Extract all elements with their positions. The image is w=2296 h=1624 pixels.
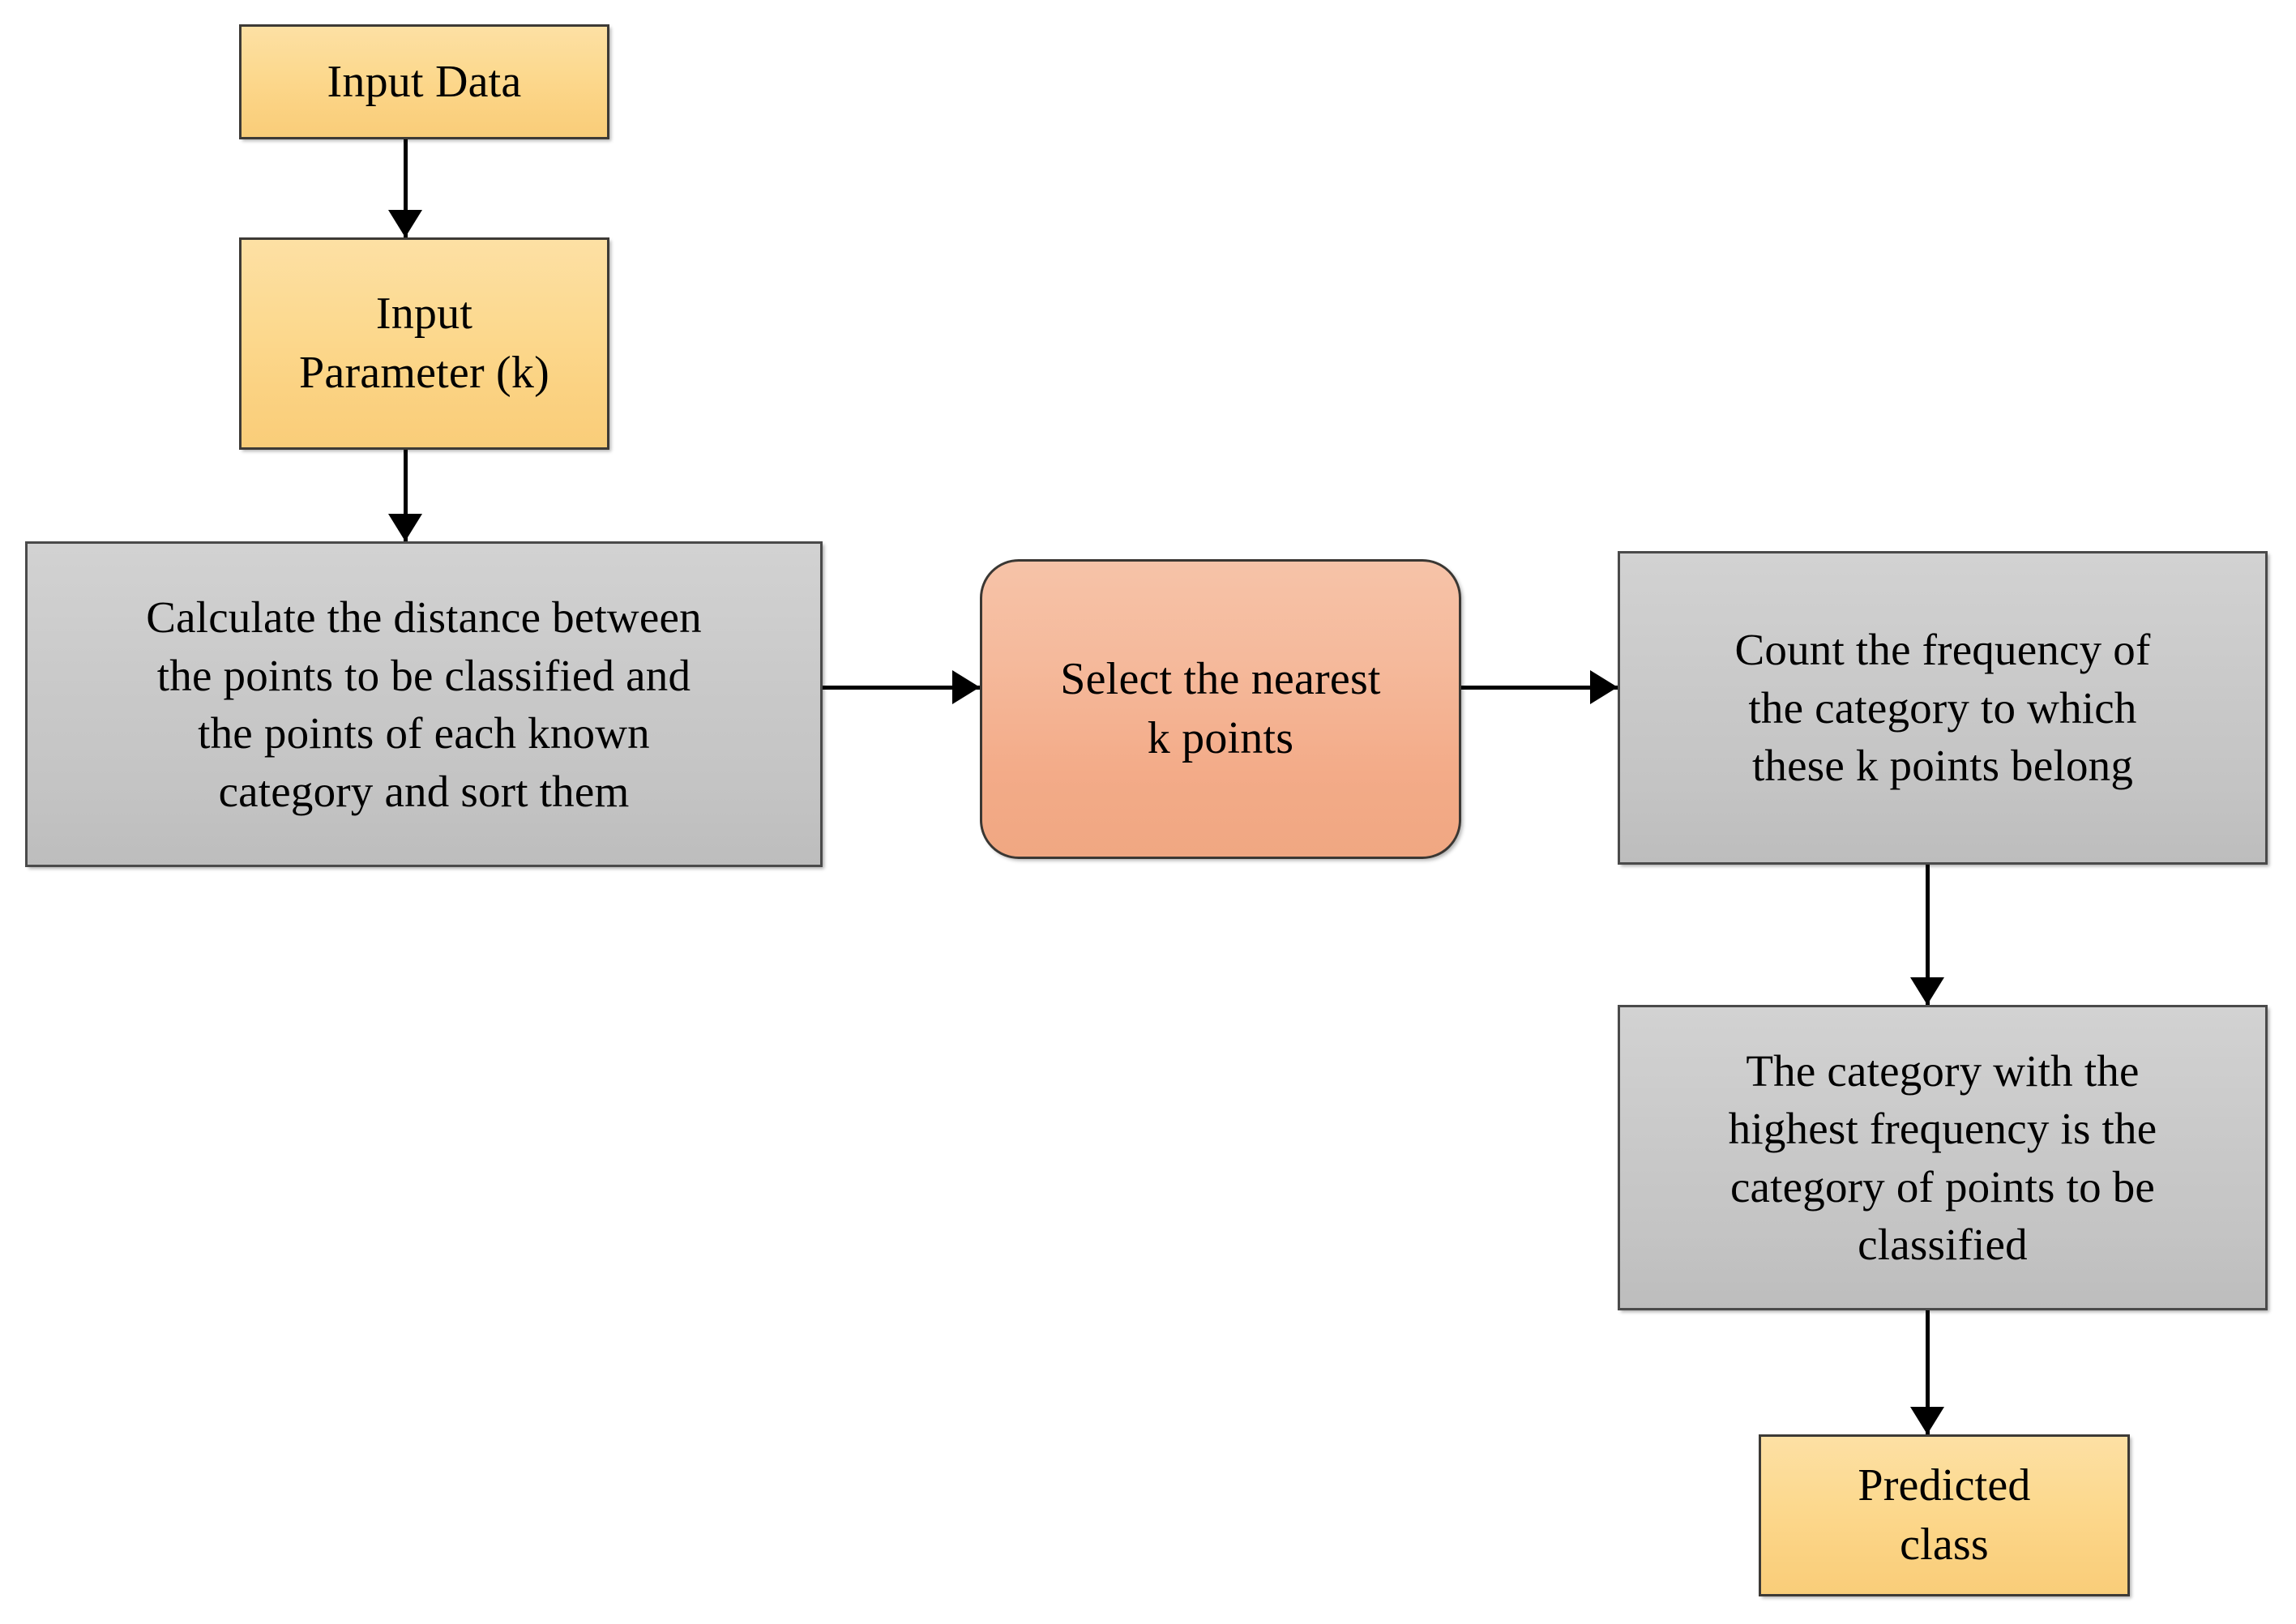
- connector-count-frequency-to-highest-frequency: [1910, 865, 1944, 1005]
- connector-input-data-to-input-parameter: [388, 139, 422, 237]
- node-count-frequency[interactable]: Count the frequency of the category to w…: [1618, 551, 2268, 865]
- node-label-select-nearest: Select the nearest k points: [1060, 654, 1381, 763]
- connector-line: [1925, 865, 1930, 1005]
- arrowhead-icon: [1590, 670, 1618, 704]
- node-highest-frequency[interactable]: The category with the highest frequency …: [1618, 1005, 2268, 1310]
- connector-line: [823, 685, 980, 690]
- node-predicted-class[interactable]: Predicted class: [1759, 1434, 2130, 1596]
- node-label-highest-frequency: The category with the highest frequency …: [1728, 1045, 2157, 1270]
- arrowhead-icon: [388, 210, 422, 237]
- node-calculate-distance[interactable]: Calculate the distance between the point…: [25, 541, 823, 867]
- connector-line: [403, 139, 408, 237]
- connector-line: [1925, 1310, 1930, 1434]
- connector-select-nearest-to-count-frequency: [1461, 670, 1618, 704]
- connector-line: [403, 450, 408, 541]
- node-label-calculate-distance: Calculate the distance between the point…: [146, 592, 702, 816]
- node-label-input-data: Input Data: [327, 56, 522, 107]
- arrowhead-icon: [1910, 1407, 1944, 1434]
- node-input-parameter[interactable]: Input Parameter (k): [239, 237, 609, 450]
- node-input-data[interactable]: Input Data: [239, 24, 609, 139]
- arrowhead-icon: [952, 670, 980, 704]
- node-select-nearest[interactable]: Select the nearest k points: [980, 559, 1461, 859]
- connector-line: [1461, 685, 1618, 690]
- connector-highest-frequency-to-predicted-class: [1910, 1310, 1944, 1434]
- connector-calculate-distance-to-select-nearest: [823, 670, 980, 704]
- connector-input-parameter-to-calculate-distance: [388, 450, 422, 541]
- arrowhead-icon: [388, 514, 422, 541]
- arrowhead-icon: [1910, 977, 1944, 1005]
- node-label-input-parameter: Input Parameter (k): [299, 288, 549, 398]
- node-label-count-frequency: Count the frequency of the category to w…: [1734, 625, 2151, 791]
- node-label-predicted-class: Predicted class: [1858, 1460, 2031, 1570]
